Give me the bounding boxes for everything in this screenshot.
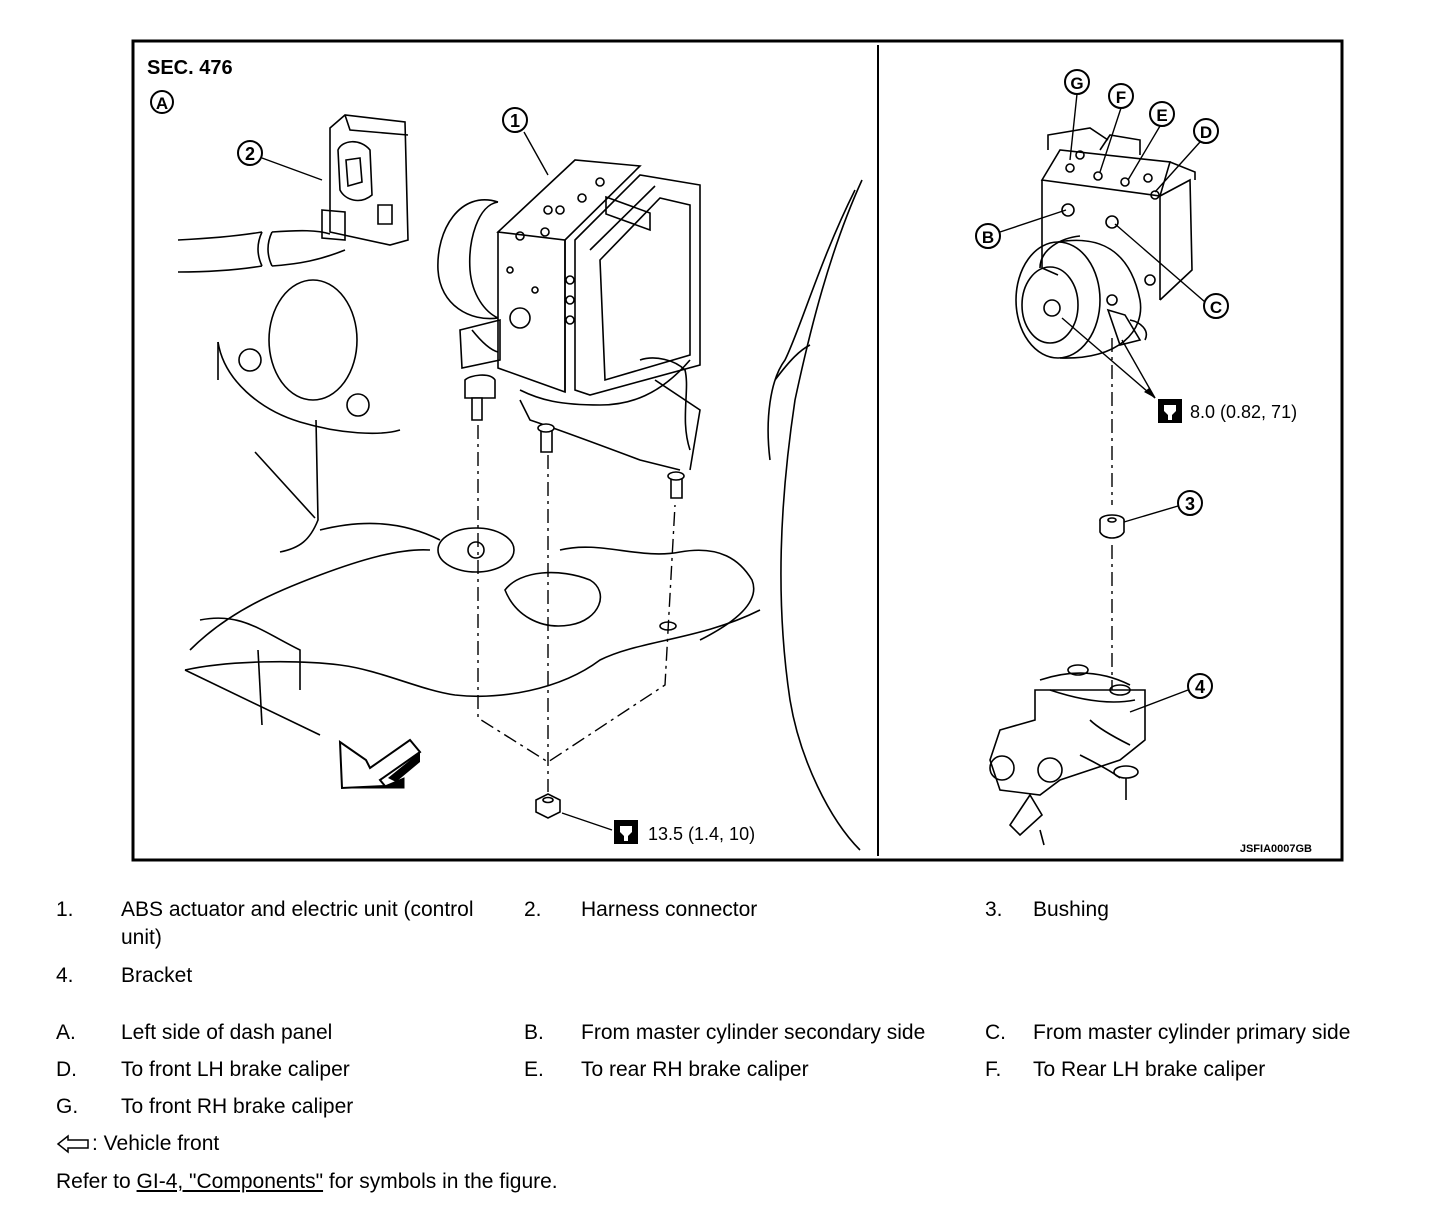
port-callout-f: F — [1108, 83, 1134, 109]
svg-text:E: E — [1156, 106, 1167, 125]
callout-1: 1 — [502, 107, 549, 176]
callout-2: 2 — [237, 140, 323, 181]
reference-line: Refer to GI-4, "Components" for symbols … — [56, 1170, 558, 1194]
legend-key-e: E. — [524, 1058, 544, 1081]
port-callout-c: C — [1203, 293, 1229, 319]
legend-key-f: F. — [985, 1058, 1002, 1081]
mounting-nut — [535, 793, 561, 819]
legend-text-1: ABS actuator and electric unit (control — [121, 898, 474, 921]
torque-spec-right: 8.0 (0.82, 71) — [1061, 317, 1297, 423]
port-callouts: G F E D B C — [975, 69, 1229, 319]
vehicle-front-arrow-icon — [56, 1134, 89, 1154]
figure-id: JSFIA0007GB — [1240, 843, 1312, 855]
svg-text:C: C — [1210, 298, 1222, 317]
view-marker-a: A — [150, 90, 174, 114]
section-label: SEC. 476 — [147, 57, 233, 79]
components-reference-link[interactable]: GI-4, "Components" — [136, 1170, 324, 1193]
legend-text-4: Bracket — [121, 964, 193, 987]
callout-4: 4 — [1129, 673, 1213, 713]
legend-text-c: From master cylinder primary side — [1033, 1021, 1351, 1044]
callout-3: 3 — [1123, 490, 1203, 523]
legend-key-1: 1. — [56, 898, 74, 921]
legend-key-3: 3. — [985, 898, 1003, 921]
reference-prefix: Refer to — [56, 1170, 137, 1193]
legend-text-g: To front RH brake caliper — [121, 1095, 354, 1118]
port-callout-b: B — [975, 223, 1001, 249]
legend-text-2: Harness connector — [581, 898, 758, 921]
legend-key-c: C. — [985, 1021, 1006, 1044]
abs-actuator-detail — [1015, 127, 1196, 359]
svg-text:3: 3 — [1185, 494, 1195, 514]
legend-key-d: D. — [56, 1058, 77, 1081]
svg-text:8.0 (0.82, 71): 8.0 (0.82, 71) — [1190, 402, 1297, 422]
legend-key-4: 4. — [56, 964, 74, 987]
port-callout-d: D — [1193, 118, 1219, 144]
legend-text-1-cont: unit) — [121, 926, 162, 949]
legend-text-d: To front LH brake caliper — [121, 1058, 350, 1081]
port-callout-e: E — [1149, 101, 1175, 127]
bracket — [989, 664, 1146, 846]
svg-text:G: G — [1070, 74, 1083, 93]
legend-text-f: To Rear LH brake caliper — [1033, 1058, 1266, 1081]
vehicle-front-note-text: : Vehicle front — [92, 1132, 220, 1155]
svg-text:13.5 (1.4, 10): 13.5 (1.4, 10) — [648, 824, 755, 844]
svg-text:A: A — [156, 94, 168, 113]
actuator-studs — [471, 397, 685, 499]
harness-connector — [321, 114, 409, 246]
dash-panel-body — [177, 179, 863, 851]
abs-actuator-diagram: SEC. 476 A — [131, 39, 1344, 862]
svg-text:1: 1 — [510, 111, 520, 131]
legend-text-a: Left side of dash panel — [121, 1021, 333, 1044]
port-callout-g: G — [1064, 69, 1090, 95]
legend-key-b: B. — [524, 1021, 544, 1044]
svg-text:2: 2 — [245, 144, 255, 164]
reference-suffix: for symbols in the figure. — [323, 1170, 558, 1193]
legend-key-2: 2. — [524, 898, 542, 921]
figure-frame — [131, 39, 1344, 862]
legend-text-e: To rear RH brake caliper — [581, 1058, 809, 1081]
vehicle-front-note: : Vehicle front — [56, 1132, 219, 1156]
legend-text-b: From master cylinder secondary side — [581, 1021, 926, 1044]
abs-actuator-unit — [437, 159, 701, 471]
legend-key-g: G. — [56, 1095, 79, 1118]
vehicle-front-arrow-icon — [338, 738, 422, 790]
svg-text:F: F — [1116, 88, 1126, 107]
legend-key-a: A. — [56, 1021, 76, 1044]
mounting-centerlines — [477, 338, 1113, 792]
svg-text:B: B — [982, 228, 994, 247]
svg-text:D: D — [1200, 123, 1212, 142]
legend-text-3: Bushing — [1033, 898, 1109, 921]
torque-spec-left: 13.5 (1.4, 10) — [561, 812, 755, 844]
bushing — [1099, 514, 1125, 539]
svg-text:4: 4 — [1195, 677, 1205, 697]
